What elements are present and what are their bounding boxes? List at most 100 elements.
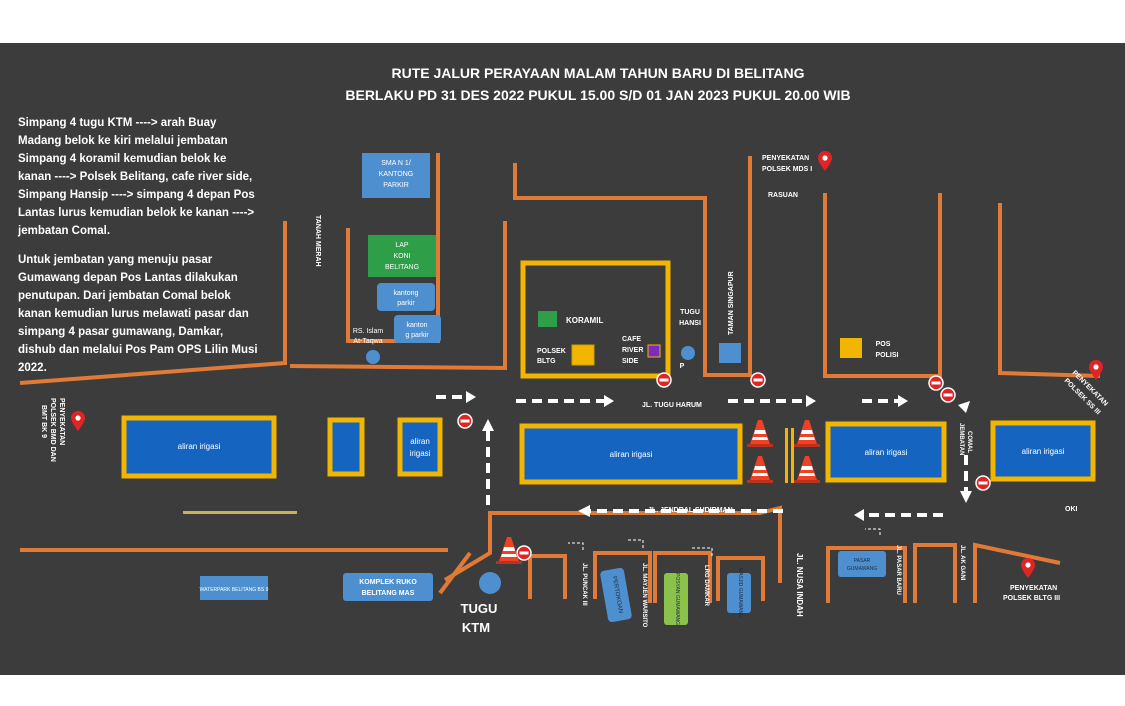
road-ak-gani [913,543,957,603]
irrigation-blocks [121,415,1096,485]
tugu-ktm-label: TUGU [461,601,498,616]
irrigation-block-4 [519,423,743,485]
road-curve-ktm [438,551,472,595]
description-line: Simpang 4 koramil kemudian belok ke [18,153,226,165]
kantong-parkir-2 [394,315,441,343]
irrigation-block-2 [327,417,365,477]
irrigation-label: aliran [410,437,430,446]
road-south-ktm [443,505,782,583]
tugu-hansip-label: P [680,363,685,370]
waterpark-label: WATERPARK BELITANG BS 9 [200,587,269,593]
pasar-label: GUMAWANG [847,566,877,572]
route-arrows [436,395,968,517]
street-tugu-harum: JL. TUGU HARUM [642,402,702,409]
tugu-hansip-label: HANSI [679,320,701,327]
road-east [998,203,1101,378]
description-line: Simpang Hansip ----> simpang 4 depan Pos [18,189,255,201]
street-nusa-indah: JL. NUSA INDAH [795,553,804,617]
street-rasuan: RASUAN [768,192,798,199]
buildings: SMA N 1/ KANTONG PARKIR LAP KONI BELITAN… [200,153,899,635]
posyan-building [664,573,688,625]
pasar-building [838,551,886,577]
map-background [0,43,1125,675]
street-lrg-damkar: LRG DAMKAR [703,565,709,607]
checkpoint-bmd-label: POLSEK BMD DAN [49,398,56,462]
irrigation-block-6 [990,420,1096,482]
bridge-stripe [785,428,788,483]
pertokoan-building: PERTOKOAN [600,567,632,623]
street-oki: OKI [1065,506,1078,513]
street-jembatan-comal: COMAL [966,431,972,453]
pos-polisi-building [840,338,862,358]
cafe-label: CAFE [622,336,641,343]
sman1-building [362,153,430,198]
cafe-label: SIDE [622,358,639,365]
rs-islam-label: At-Taqwa [353,338,382,345]
no-entry-icon [750,372,766,388]
lap-koni-label: BELITANG [385,264,419,271]
no-entry-icon [975,475,991,491]
road-pertokoan [593,551,652,603]
description-line: dishub dan melalui Pos Pam OPS Lilin Mus… [18,344,258,356]
road-oki [973,542,1061,603]
description-line: penutupan. Dari jembatan Comal belok [18,290,231,302]
description-line: kanan kemudian lurus melawati pasar dan [18,308,249,320]
road-lrg-damkar [716,556,765,601]
road-puncak [528,554,567,599]
description-line: Madang belok ke kiri melalui jembatan [18,135,228,147]
checkpoint-bltg3-label: POLSEK BLTG III [1003,595,1060,602]
small-arrows [568,528,881,556]
kantong-parkir-1-label: kantong [394,290,419,297]
komplek-ruko-label: BELITANG MAS [362,590,415,597]
checkpoint-mds-label: PENYEKATAN [762,155,809,162]
kantong-parkir-1 [377,283,435,311]
rs-islam-marker [366,350,380,364]
koramil-building [538,311,557,327]
kantong-parkir-1-label: parkir [397,300,415,307]
tugu-hansip-label: TUGU [680,309,700,316]
no-entry-icon [656,372,672,388]
pasar-label: PASAR [854,558,871,564]
cafe-label: RIVER [622,347,643,354]
tugu-hansip-marker [681,346,695,360]
polsek-bltg-label: BLTG [537,358,556,365]
sman1-label: SMA N 1/ [381,160,411,167]
masjid-building [727,573,751,613]
no-entry-icon [516,545,532,561]
kantong-parkir-2-label: g parkir [405,332,429,339]
rs-islam-label: RS. Islam [353,328,384,335]
pos-polisi-label: POS [876,341,891,348]
komplek-ruko-building [343,573,433,601]
checkpoint-bltg3-label: PENYEKATAN [1010,585,1057,592]
description-line: jembatan Comal. [17,225,110,237]
street-jembatan-comal: JEMBATAN [958,423,964,455]
description-line: Lantas lurus kemudian belok ke kanan ---… [18,207,254,219]
polsek-bltg-label: POLSEK [537,348,566,355]
taman-singapur-building [719,343,741,363]
checkpoint-bmd-label: BMT BK 9 [40,405,47,438]
street-ak-gani: JL. AK GANI [959,545,965,581]
irrigation-block-1 [121,415,277,479]
description-line: Simpang 4 tugu KTM ----> arah Buay [18,117,217,129]
route-map: RUTE JALUR PERAYAAN MALAM TAHUN BARU DI … [0,43,1125,675]
road-pasar-baru [826,546,907,603]
road-rasuan [823,193,942,378]
street-pasar-baru: JL. PASAR BARU [895,545,901,595]
checkpoint-bmd-label: PENYEKATAN [58,398,65,445]
irrigation-block-3 [397,417,443,477]
irrigation-label: aliran irigasi [178,442,221,451]
bridge-stripe [791,428,794,483]
no-entry-icon [928,375,944,391]
street-puncak: JL. PUNCAK III [581,563,587,606]
tugu-ktm-label: KTM [462,620,490,635]
koramil-label: KORAMIL [566,316,603,325]
koramil-compound [520,260,671,379]
waterpark-building [200,576,268,600]
posyan-label: POSYAN GUMAWANG [674,573,680,625]
road-diagonal-west [19,221,287,385]
arrow-heads [466,391,972,521]
lap-koni-label: LAP [395,242,409,249]
irrigation-label: aliran irigasi [610,450,653,459]
road-top-horizontal [289,221,507,371]
